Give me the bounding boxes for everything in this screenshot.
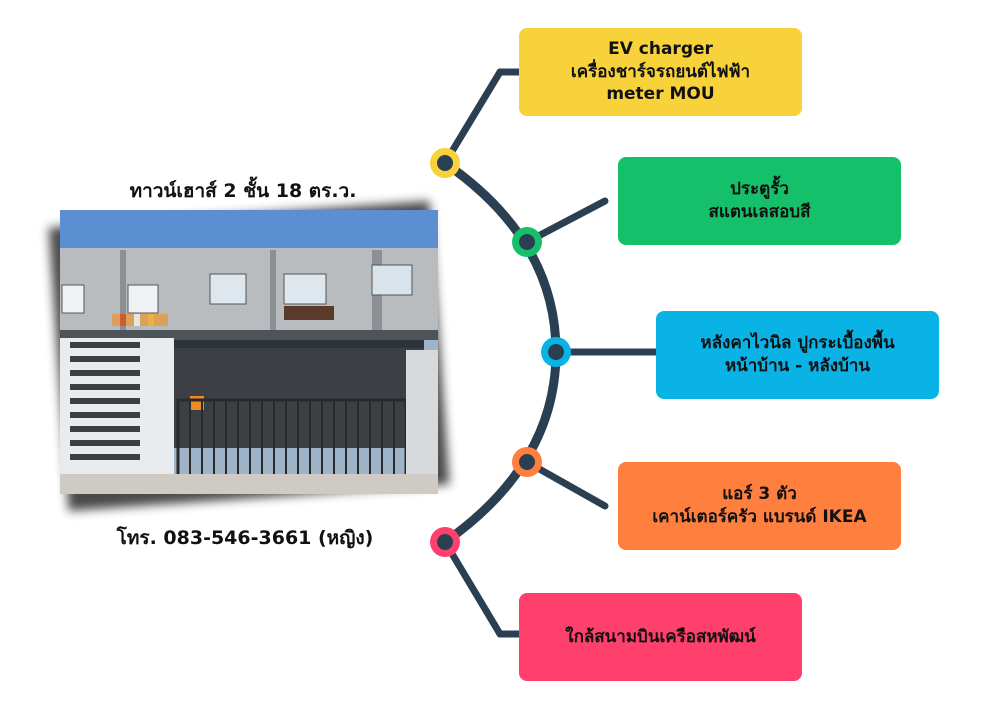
node-3 <box>541 337 571 367</box>
node-1 <box>430 148 460 178</box>
feature-line: หน้าบ้าน - หลังบ้าน <box>724 356 871 376</box>
feature-line: เคาน์เตอร์ครัว แบรนด์ IKEA <box>652 507 867 527</box>
node-5 <box>430 527 460 557</box>
trunk-curve <box>440 158 561 547</box>
feature-callout-roof-tiles: หลังคาไวนิล ปูกระเบื้องพื้น หน้าบ้าน - ห… <box>656 311 939 399</box>
townhouse-illustration <box>60 210 438 494</box>
feature-callout-aircon-kitchen: แอร์ 3 ตัว เคาน์เตอร์ครัว แบรนด์ IKEA <box>618 462 901 550</box>
branch-line-5 <box>441 538 504 638</box>
feature-line: เครื่องชาร์จรถยนต์ไฟฟ้า <box>570 61 751 82</box>
feature-line: ประตูรั้ว <box>730 179 789 200</box>
house-photo <box>60 210 438 494</box>
feature-callout-gate: ประตูรั้ว สแตนเลสอบสี <box>618 157 901 245</box>
feature-callout-location: ใกล้สนามบินเครือสหพัฒน์ <box>519 593 802 681</box>
listing-title: ทาวน์เฮาส์ 2 ชั้น 18 ตร.ว. <box>129 180 357 202</box>
node-2 <box>512 227 542 257</box>
feature-line: หลังคาไวนิล ปูกระเบื้องพื้น <box>700 333 895 354</box>
contact-phone: โทร. 083-546-3661 (หญิง) <box>116 527 374 549</box>
feature-line: EV charger <box>608 38 713 59</box>
feature-line: สแตนเลสอบสี <box>708 202 811 222</box>
feature-line: ใกล้สนามบินเครือสหพัฒน์ <box>565 626 756 647</box>
feature-line: meter MOU <box>606 84 715 105</box>
feature-callout-ev-charger: EV charger เครื่องชาร์จรถยนต์ไฟฟ้า meter… <box>519 28 802 116</box>
branch-line-1 <box>441 68 504 167</box>
node-4 <box>512 447 542 477</box>
feature-line: แอร์ 3 ตัว <box>722 484 797 505</box>
